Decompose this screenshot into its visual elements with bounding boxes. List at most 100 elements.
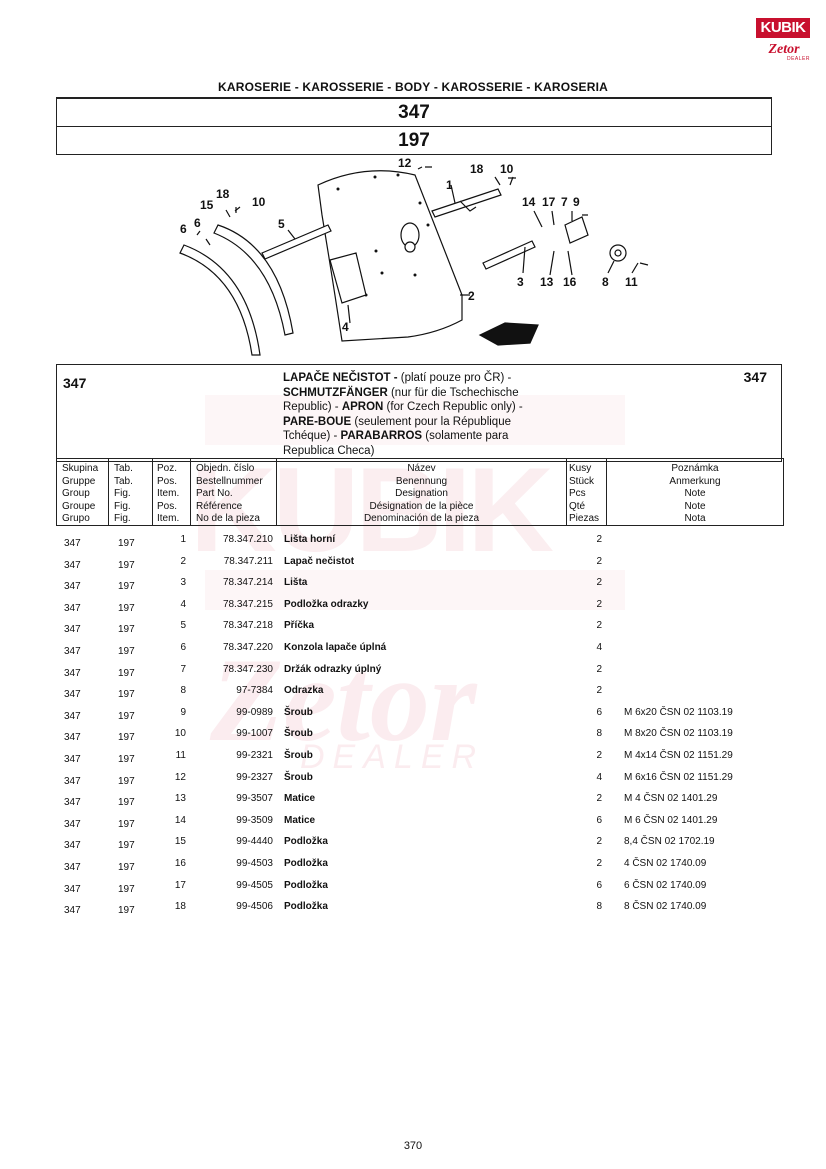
- desc-line: SCHMUTZFÄNGER (nur für die Tschechische: [283, 386, 519, 399]
- row-tab: 197: [118, 602, 135, 614]
- row-name: Matice: [284, 793, 316, 805]
- logo-zetor: Zetor: [768, 42, 800, 57]
- callout: 16: [563, 275, 577, 289]
- watermark-band: [205, 395, 625, 445]
- row-pos: 16: [174, 857, 186, 869]
- row-part-number: 99-4505: [236, 879, 273, 891]
- row-part-number: 99-4506: [236, 901, 273, 913]
- row-tab: 197: [118, 645, 135, 657]
- row-tab: 197: [118, 689, 135, 701]
- row-pos: 1: [180, 534, 186, 545]
- callout: 13: [540, 275, 554, 289]
- row-tab: 197: [118, 775, 135, 787]
- row-name: Matice: [284, 814, 316, 826]
- row-part-number: 99-3507: [236, 793, 273, 805]
- row-group: 347: [64, 538, 81, 549]
- watermark-zetor: Zetor: [210, 633, 477, 766]
- row-tab: 197: [118, 667, 135, 679]
- row-group: 347: [64, 861, 81, 873]
- cross-member: [261, 224, 332, 260]
- row-qty: 2: [596, 620, 602, 632]
- bracket-left: [179, 244, 261, 356]
- row-tab: 197: [118, 732, 135, 744]
- row-group: 347: [64, 905, 81, 917]
- row-part-number: 99-2327: [236, 771, 273, 783]
- row-pos: 5: [180, 620, 186, 632]
- row-name: Držák odrazky úplný: [284, 663, 382, 675]
- row-tab: 197: [118, 581, 135, 593]
- row-qty: 2: [596, 749, 602, 761]
- logo-kubik: KUBIK: [756, 18, 810, 38]
- row-note: 6 ČSN 02 1740.09: [624, 879, 707, 891]
- row-pos: 6: [180, 641, 186, 653]
- row-group: 347: [64, 624, 81, 636]
- row-note: 8,4 ČSN 02 1702.19: [624, 836, 715, 848]
- row-name: Podložka odrazky: [284, 598, 369, 610]
- apron-part: [317, 170, 463, 342]
- row-name: Šroub: [284, 706, 313, 718]
- row-name: Šroub: [284, 771, 313, 783]
- row-group: 347: [64, 602, 81, 614]
- row-note: 4 ČSN 02 1740.09: [624, 857, 707, 869]
- row-tab: 197: [118, 818, 135, 830]
- row-part-number: 78.347.230: [222, 663, 273, 675]
- row-qty: 4: [596, 771, 602, 783]
- row-tab: 197: [118, 710, 135, 722]
- reflector-holder: [564, 216, 589, 244]
- row-name: Podložka: [284, 901, 328, 913]
- row-part-number: 97-7384: [236, 685, 273, 697]
- callout: 15: [200, 198, 214, 212]
- row-qty: 2: [596, 555, 602, 567]
- lower-strip: [482, 240, 536, 270]
- row-tab: 197: [118, 538, 135, 549]
- row-qty: 2: [596, 598, 602, 610]
- row-group: 347: [64, 581, 81, 593]
- callout: 3: [517, 275, 524, 289]
- row-name: Šroub: [284, 728, 313, 740]
- row-name: Lišta: [284, 577, 308, 589]
- row-qty: 8: [596, 901, 602, 913]
- row-group: 347: [64, 732, 81, 744]
- dealer-logo: KUBIK Zetor DEALER: [752, 12, 814, 64]
- row-part-number: 78.347.211: [223, 555, 273, 567]
- callout: 10: [500, 162, 514, 176]
- row-group: 347: [64, 840, 81, 852]
- bracket-right: [213, 224, 294, 336]
- header-pos: Poz.Pos.Item.Pos.Item.: [153, 459, 191, 525]
- row-group: 347: [64, 667, 81, 679]
- row-group: 347: [64, 559, 81, 571]
- callout: 1: [446, 178, 453, 192]
- row-name: Šroub: [284, 749, 313, 761]
- callout: 7: [561, 195, 568, 209]
- row-group: 347: [64, 818, 81, 830]
- row-qty: 2: [596, 534, 602, 545]
- row-part-number: 78.347.214: [222, 577, 273, 589]
- section-title: KAROSERIE - KAROSSERIE - BODY - KAROSSER…: [218, 80, 608, 94]
- callout: 18: [216, 187, 230, 201]
- row-tab: 197: [118, 861, 135, 873]
- row-name: Odrazka: [284, 685, 324, 697]
- row-pos: 11: [175, 749, 186, 761]
- row-note: M 6x20 ČSN 02 1103.19: [624, 706, 733, 718]
- group-description: LAPAČE NEČISTOT - (platí pouze pro ČR) -…: [283, 371, 563, 458]
- row-note: M 4 ČSN 02 1401.29: [624, 793, 718, 805]
- row-note: M 4x14 ČSN 02 1151.29: [624, 749, 733, 761]
- header-tab: Tab.Tab.Fig.Fig.Fig.: [109, 459, 153, 525]
- row-part-number: 78.347.210: [222, 534, 273, 545]
- row-group: 347: [64, 710, 81, 722]
- callout: 5: [278, 217, 285, 231]
- row-qty: 6: [596, 814, 602, 826]
- row-pos: 9: [180, 706, 186, 718]
- upper-strip: [431, 188, 502, 218]
- row-tab: 197: [118, 753, 135, 765]
